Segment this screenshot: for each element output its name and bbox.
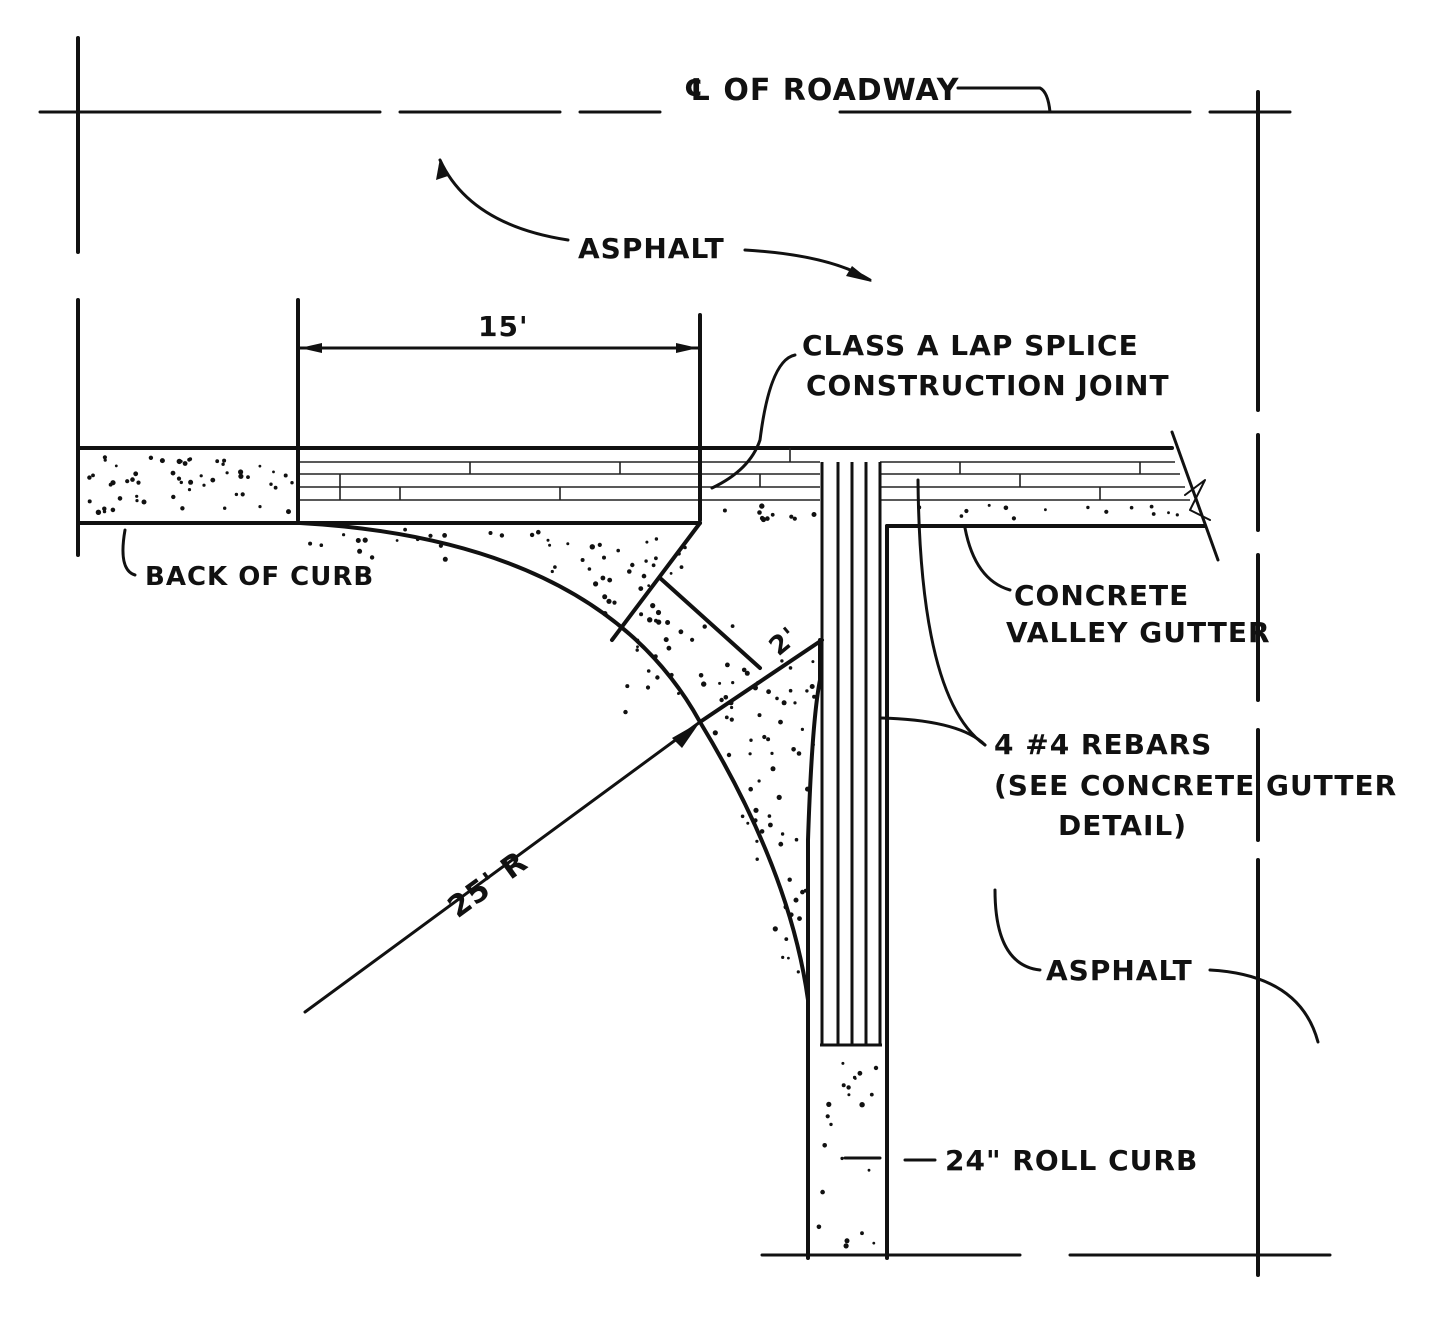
label-centerline: ℄ OF ROADWAY [684, 73, 960, 108]
joint-flare-lines [610, 521, 824, 724]
label-asphalt-top: ASPHALT [578, 232, 725, 265]
label-roll-curb: 24" ROLL CURB [945, 1144, 1198, 1177]
band-hatching [300, 448, 1190, 501]
label-rebars: 4 #4 REBARS [994, 728, 1212, 761]
label-concrete: CONCRETE [1014, 579, 1189, 612]
radius-curve [298, 521, 810, 1002]
label-asphalt-bottom: ASPHALT [1046, 954, 1193, 987]
label-see-gutter-detail: (SEE CONCRETE GUTTER [994, 769, 1397, 802]
label-back-of-curb: BACK OF CURB [145, 562, 374, 592]
label-radius: 25' R [442, 844, 535, 925]
label-construction-joint: CONSTRUCTION JOINT [806, 369, 1170, 402]
label-lap-splice: CLASS A LAP SPLICE [802, 329, 1139, 362]
dimension-15ft [296, 298, 702, 522]
rebars [820, 462, 882, 1047]
label-detail: DETAIL) [1058, 809, 1187, 842]
label-dimension-15: 15' [478, 310, 529, 343]
radius-line [303, 720, 702, 1014]
leader-lines [121, 86, 1320, 1162]
curb-band-horizontal [78, 430, 1220, 562]
concrete-stipple [87, 455, 1179, 1249]
roll-curb-vertical [806, 524, 889, 1260]
label-valley-gutter: VALLEY GUTTER [1006, 616, 1271, 649]
